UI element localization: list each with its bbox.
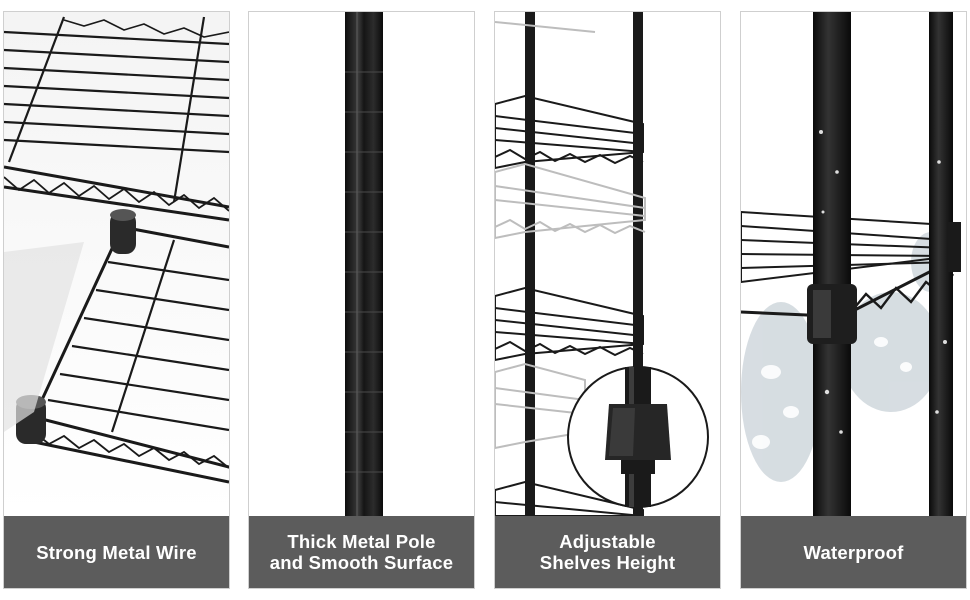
caption-line: Strong Metal Wire bbox=[36, 541, 197, 563]
caption-line: Shelves Height bbox=[539, 552, 676, 573]
metal-pole-image bbox=[249, 12, 474, 516]
panel-waterproof: Waterproof bbox=[740, 11, 967, 589]
caption-line: Waterproof bbox=[803, 541, 904, 563]
caption-line: Adjustable bbox=[559, 531, 656, 552]
adjustable-shelves-image bbox=[495, 12, 720, 516]
caption-strong-metal-wire: Strong Metal Wire bbox=[4, 516, 229, 588]
caption-line: and Smooth Surface bbox=[269, 552, 454, 573]
caption-line: Thick Metal Pole bbox=[287, 531, 436, 552]
panel-adjustable-shelves: Adjustable Shelves Height bbox=[494, 11, 721, 589]
panel-strong-metal-wire: Strong Metal Wire bbox=[3, 11, 230, 589]
caption-thick-metal-pole: Thick Metal Pole and Smooth Surface bbox=[249, 516, 474, 588]
caption-waterproof: Waterproof bbox=[741, 516, 966, 588]
waterproof-pole-image bbox=[741, 12, 966, 516]
caption-adjustable-shelves: Adjustable Shelves Height bbox=[495, 516, 720, 588]
panel-thick-metal-pole: Thick Metal Pole and Smooth Surface bbox=[248, 11, 475, 589]
wire-shelf-closeup-image bbox=[4, 12, 229, 516]
